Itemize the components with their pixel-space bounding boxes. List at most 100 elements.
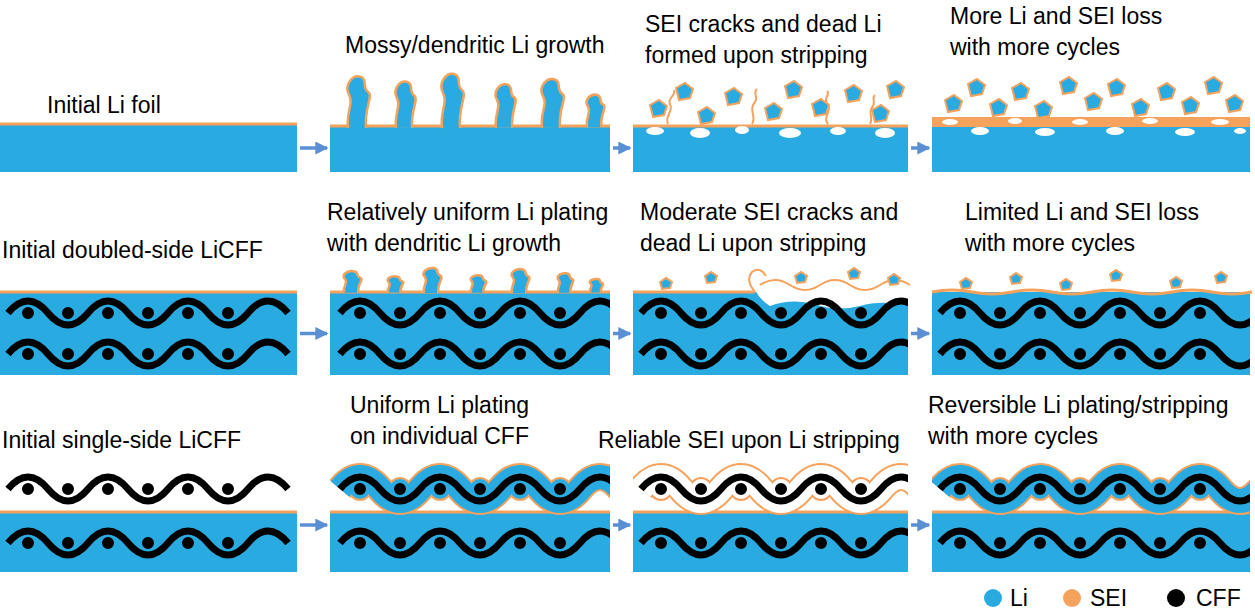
dead-li-piece xyxy=(1182,97,1199,114)
dead-li-piece xyxy=(990,99,1007,116)
li-coating xyxy=(360,479,600,499)
sei-shells xyxy=(667,89,875,124)
sei-shell xyxy=(667,90,674,124)
cff-layers xyxy=(340,477,610,555)
void xyxy=(1035,128,1055,136)
stage-caption: Reversible Li plating/stripping with mor… xyxy=(928,390,1248,452)
sei-layer xyxy=(0,511,297,514)
void xyxy=(779,128,801,138)
dead-li xyxy=(660,268,900,289)
dead-li-piece xyxy=(872,105,889,122)
cff-cross-fibers xyxy=(661,537,901,549)
cff-cross-fibers xyxy=(360,483,600,495)
sei-shell xyxy=(749,270,766,292)
dead-li-piece xyxy=(1205,77,1222,94)
li-dendrite xyxy=(590,279,603,293)
li-dendrite xyxy=(347,76,369,128)
li-dendrite xyxy=(512,269,530,293)
cff-fiber xyxy=(641,342,908,366)
cff-cross-fibers xyxy=(28,537,268,549)
li-layer xyxy=(330,512,610,572)
sei-layer xyxy=(0,123,297,126)
flow-arrow xyxy=(911,146,929,150)
cff-fiber xyxy=(641,531,908,555)
stage-panel: Initial single-side LiCFF xyxy=(0,478,297,572)
flow-arrow xyxy=(300,332,327,336)
cff-cross-fibers xyxy=(661,483,901,495)
sei-layer xyxy=(633,291,755,294)
empty-space xyxy=(661,479,901,499)
cff-fiber xyxy=(940,342,1250,366)
stage-panel: Initial doubled-side LiCFF xyxy=(0,292,297,375)
li-layer xyxy=(330,126,610,172)
voids xyxy=(646,126,895,138)
li-layer xyxy=(0,124,297,172)
dead-li-piece xyxy=(1132,99,1149,116)
li-layer xyxy=(0,512,297,572)
stage-caption: Initial Li foil xyxy=(47,90,247,121)
stage-caption: Relatively uniform Li plating with dendr… xyxy=(327,197,617,259)
void xyxy=(1106,127,1124,135)
dead-li xyxy=(945,77,1243,118)
dead-li-piece xyxy=(1226,95,1243,112)
stage-panel: SEI cracks and dead Li formed upon strip… xyxy=(633,124,908,172)
dead-li-piece xyxy=(676,83,693,100)
void xyxy=(1008,118,1022,124)
flow-arrow xyxy=(300,146,327,150)
sei-shell-panel xyxy=(633,477,921,572)
sei-shell xyxy=(641,477,908,501)
dead-li-piece xyxy=(1060,77,1077,94)
licff-plating-panel xyxy=(330,268,620,375)
stage-panel: More Li and SEI loss with more cycles xyxy=(932,124,1250,172)
cff-fiber xyxy=(8,301,288,325)
stage-caption: Mossy/dendritic Li growth xyxy=(345,30,635,61)
thick-sei-layer xyxy=(932,117,1250,127)
dead-li-piece xyxy=(1085,93,1102,110)
li-dendrite xyxy=(441,74,463,128)
dead-li-piece xyxy=(1170,277,1182,288)
cff-layers xyxy=(641,477,908,555)
stage-caption: Reliable SEI upon Li stripping xyxy=(598,425,918,456)
li-coating xyxy=(940,477,1250,501)
cff-cross-fibers xyxy=(661,348,901,360)
cff-layers xyxy=(8,301,288,366)
void xyxy=(1211,119,1229,125)
void xyxy=(875,128,895,138)
stage-caption: Uniform Li plating on individual CFF xyxy=(350,390,545,452)
dead-li-piece xyxy=(785,81,802,98)
li-dendrite xyxy=(396,82,416,128)
stage-panel: Moderate SEI cracks and dead Li upon str… xyxy=(633,292,908,375)
void xyxy=(735,126,749,134)
dead-li-piece xyxy=(1158,83,1175,100)
stripping-panel xyxy=(633,81,908,172)
dead-li-piece xyxy=(698,107,715,124)
flow-arrow xyxy=(613,523,630,527)
licff-stripping-panel xyxy=(633,268,921,375)
void xyxy=(942,119,958,125)
li-dendrite xyxy=(587,95,605,128)
stage-caption: Initial single-side LiCFF xyxy=(2,425,282,456)
li-dendrites xyxy=(344,268,604,293)
cff-fiber xyxy=(8,531,288,555)
cff-cross-fibers xyxy=(360,348,600,360)
flow-arrow xyxy=(911,332,929,336)
li-coating xyxy=(340,477,610,501)
stage-caption: SEI cracks and dead Li formed upon strip… xyxy=(645,9,905,71)
cff-fiber xyxy=(940,531,1250,555)
coated-cff-panel xyxy=(330,477,620,572)
dead-li-piece xyxy=(812,99,829,116)
dead-li-piece xyxy=(795,272,807,283)
dendrite-panel xyxy=(330,74,610,172)
dead-li-piece xyxy=(725,88,742,105)
legend-label: Li xyxy=(1010,585,1028,611)
stage-panel: Reversible Li plating/stripping with mor… xyxy=(932,478,1250,572)
li-layer xyxy=(633,512,908,572)
dead-li-piece xyxy=(1060,279,1072,290)
legend-swatch xyxy=(1063,589,1081,607)
dead-li-piece xyxy=(887,81,904,98)
dead-li-piece xyxy=(1215,272,1227,283)
cff-layers xyxy=(940,477,1250,555)
dead-li-piece xyxy=(1110,270,1122,281)
void xyxy=(971,127,989,135)
